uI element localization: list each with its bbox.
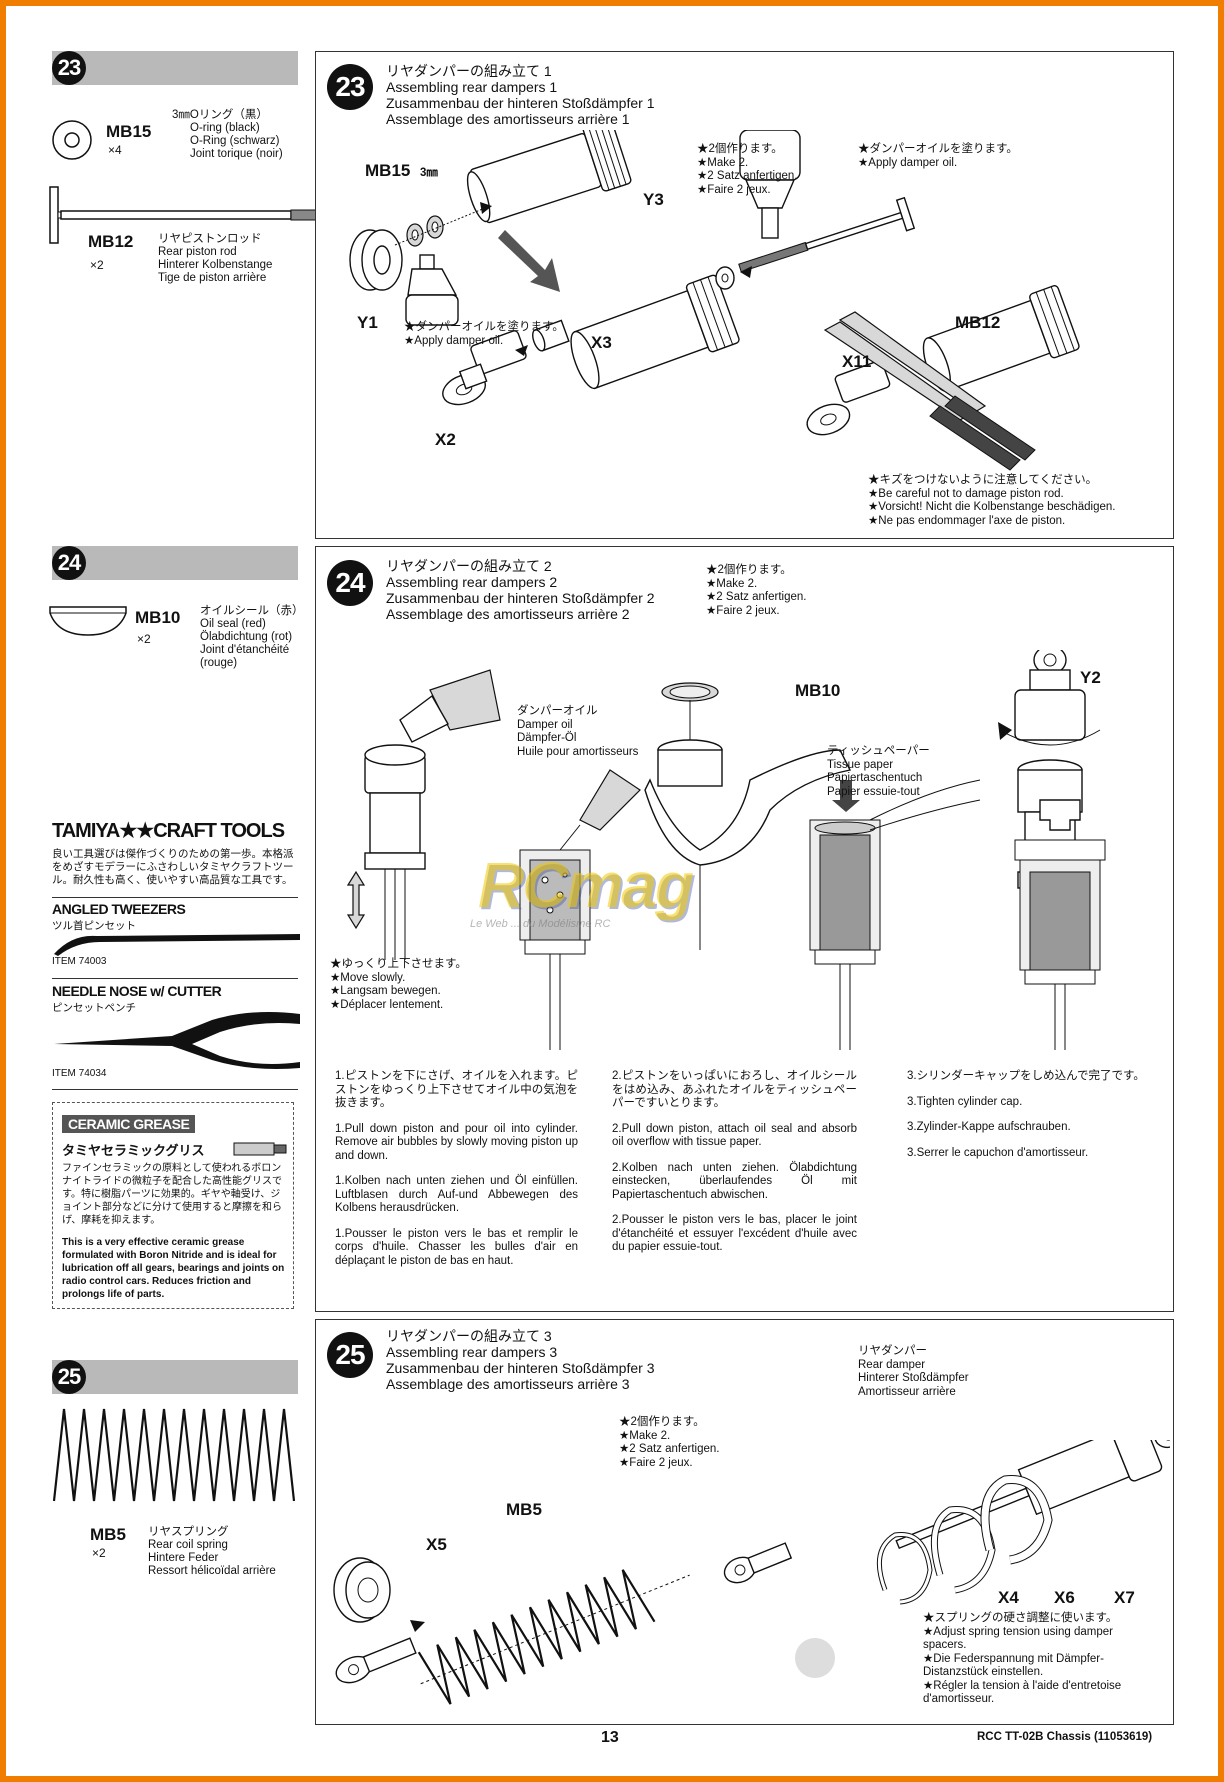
step23-sidebar-number: 23 — [52, 51, 86, 85]
grease-tube-icon — [233, 1142, 287, 1156]
step23-sidebar-bar — [52, 51, 298, 85]
o-ring-icon — [52, 120, 92, 160]
step24-instr-3: 3.シリンダーキャップをしめ込んで完了です。3.Tighten cylinder… — [907, 1070, 1145, 1159]
step24-sidebar-number: 24 — [52, 546, 86, 580]
part-qty-mb5: ×2 — [92, 1546, 106, 1560]
step25-title: リヤダンパーの組み立て 3 Assembling rear dampers 3 … — [386, 1328, 655, 1392]
step25-label-x4: X4 — [998, 1588, 1019, 1607]
step24-note-make: ★2個作ります。★Make 2. ★2 Satz anfertigen.★Fai… — [706, 564, 807, 617]
step25-note-spring: ★スプリングの硬さ調整に使います。★Adjust spring tension … — [923, 1612, 1122, 1705]
grease-name-ja: タミヤセラミックグリス — [62, 1143, 205, 1158]
part-qty-mb12: ×2 — [90, 258, 104, 272]
step23-note-oil-top: ★ダンパーオイルを塗ります。★Apply damper oil. — [858, 143, 1018, 169]
step23-label-3mm: 3㎜ — [420, 167, 438, 179]
tools-header: TAMIYA★★CRAFT TOOLS — [52, 820, 285, 842]
tools-divider-3 — [52, 1089, 298, 1090]
step24-instr-1: 1.ピストンを下にさげ、オイルを入れます。ピストンをゆっくり上下させてオイル中の… — [335, 1070, 578, 1267]
tool-name-ja-tweezers: ツル首ピンセット — [52, 920, 136, 932]
oil-seal-icon — [49, 606, 127, 636]
part-desc-mb15: 3㎜Oリング（黒） O-ring (black) O-Ring (schwarz… — [172, 109, 283, 160]
step23-label-y1: Y1 — [357, 313, 378, 332]
part-desc-mb5: リヤスプリング Rear coil spring Hintere Feder R… — [148, 1526, 276, 1577]
part-qty-mb10: ×2 — [137, 632, 151, 646]
step23-label-x2: X2 — [435, 430, 456, 449]
watermark-tagline: Le Web ... du Modélisme RC — [470, 918, 611, 930]
part-desc-mb10: オイルシール（赤） Oil seal (red) Ölabdichtung (r… — [200, 605, 304, 669]
tool-item-tweezers: ITEM 74003 — [52, 956, 107, 967]
tool-name-needle-nose: NEEDLE NOSE w/ CUTTER — [52, 983, 222, 999]
step23-note-careful: ★キズをつけないように注意してください。★Be careful not to d… — [868, 474, 1116, 527]
part-code-mb10: MB10 — [135, 608, 181, 627]
step23-note-make: ★2個作ります。★Make 2. ★2 Satz anfertigen.★Fai… — [697, 143, 798, 196]
part-qty-mb15: ×4 — [108, 143, 122, 157]
step23-number: 23 — [327, 64, 373, 110]
grease-desc-en: This is a very effective ceramic grease … — [62, 1237, 285, 1300]
part-code-mb12: MB12 — [88, 232, 134, 251]
step23-title: リヤダンパーの組み立て 1 Assembling rear dampers 1 … — [386, 63, 655, 127]
step24-instr-2: 2.ピストンをいっぱいにおろし、オイルシールをはめ込み、あふれたオイルをティッシ… — [612, 1070, 857, 1253]
pliers-icon — [54, 1012, 300, 1069]
step24-label-mb10: MB10 — [795, 681, 841, 700]
piston-rod-icon — [49, 186, 326, 244]
step25-label-x6: X6 — [1054, 1588, 1075, 1607]
part-desc-mb12: リヤピストンロッド Rear piston rod Hinterer Kolbe… — [158, 233, 273, 284]
step24-label-y2: Y2 — [1080, 668, 1101, 687]
watermark-logo: RCmag — [478, 849, 694, 921]
tool-name-tweezers: ANGLED TWEEZERS — [52, 901, 186, 917]
tweezers-icon — [54, 934, 300, 956]
step25-diagram — [333, 1440, 1170, 1705]
tool-name-ja-needle-nose: ピンセットペンチ — [52, 1002, 136, 1014]
part-code-mb5: MB5 — [90, 1525, 126, 1544]
step25-note-make: ★2個作ります。★Make 2. ★2 Satz anfertigen.★Fai… — [619, 1416, 720, 1469]
step23-label-mb12: MB12 — [955, 313, 1001, 332]
page-number: 13 — [601, 1729, 619, 1746]
step24-title: リヤダンパーの組み立て 2 Assembling rear dampers 2 … — [386, 558, 655, 622]
step25-sidebar-number: 25 — [52, 1360, 86, 1394]
step25-number: 25 — [327, 1332, 373, 1378]
step25-sidebar-bar — [52, 1360, 298, 1394]
step25-panel — [315, 1319, 1174, 1725]
tool-item-needle-nose: ITEM 74034 — [52, 1068, 107, 1079]
step23-diagram — [349, 130, 1080, 471]
tools-divider-2 — [52, 978, 298, 979]
manual-code: RCC TT-02B Chassis (11053619) — [977, 1731, 1153, 1743]
tools-divider-1 — [52, 897, 298, 898]
step25-label-mb5: MB5 — [506, 1500, 542, 1519]
step25-label-x5: X5 — [426, 1535, 447, 1554]
grease-desc-ja: ファインセラミックの原料として使われるボロンナイトライドの微粒子を配合した高性能… — [62, 1163, 282, 1226]
step23-label-mb15: MB15 — [365, 161, 411, 180]
part-code-mb15: MB15 — [106, 122, 152, 141]
step24-diagram — [346, 650, 1106, 1050]
step23-note-oil-left: ★ダンパーオイルを塗ります。★Apply damper oil. — [404, 321, 564, 347]
step24-sidebar-bar — [52, 546, 298, 580]
step25-label-x7: X7 — [1114, 1588, 1135, 1607]
step23-label-x11: X11 — [842, 352, 872, 371]
coil-spring-icon — [52, 1408, 296, 1502]
step24-move-slowly: ★ゆっくり上下させます。★Move slowly. ★Langsam beweg… — [330, 958, 467, 1011]
step23-label-x3: X3 — [591, 333, 612, 352]
grease-badge: CERAMIC GREASE — [62, 1115, 196, 1133]
step24-number: 24 — [327, 560, 373, 606]
grease-box — [52, 1102, 294, 1309]
tools-intro: 良い工具選びは傑作づくりのための第一歩。本格派をめざすモデラーにふさわしいタミヤ… — [52, 848, 294, 886]
step23-label-y3: Y3 — [643, 190, 664, 209]
